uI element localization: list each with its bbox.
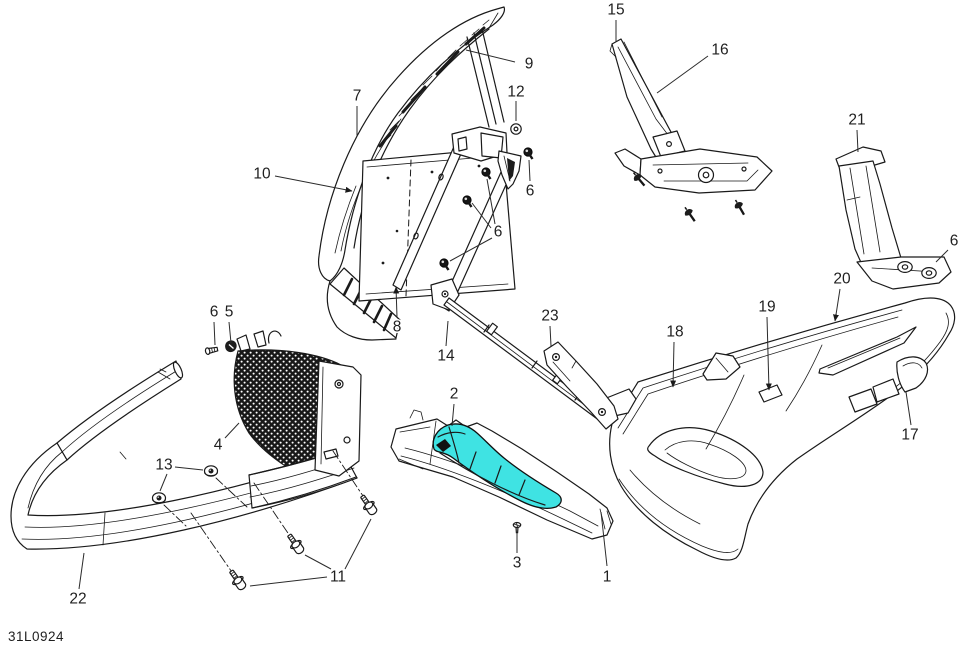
leader-line-13 xyxy=(159,473,168,492)
callout-label-10-3[interactable]: 10 xyxy=(252,164,273,184)
callout-label-12-1[interactable]: 12 xyxy=(506,82,526,102)
callout-label-7-2[interactable]: 7 xyxy=(351,86,363,106)
callout-label-14-15[interactable]: 14 xyxy=(436,346,457,366)
washer-fastener xyxy=(510,123,522,135)
clip-fastener xyxy=(730,196,750,219)
leader-line-11 xyxy=(344,518,372,570)
leader-lines-layer xyxy=(78,20,949,590)
hood-fairing-part-7 xyxy=(317,6,506,341)
bolt-fastener xyxy=(356,491,381,518)
callout-label-17-13[interactable]: 17 xyxy=(900,425,920,445)
callout-label-13-23[interactable]: 13 xyxy=(154,455,174,475)
leader-line-6 xyxy=(471,202,492,229)
leader-line-22 xyxy=(78,552,85,590)
side-panel-parts-17-20 xyxy=(603,297,956,561)
callout-label-21-8[interactable]: 21 xyxy=(847,110,867,130)
callout-label-2-17[interactable]: 2 xyxy=(448,384,460,404)
callout-label-19-11[interactable]: 19 xyxy=(757,297,777,317)
callout-label-4-22[interactable]: 4 xyxy=(212,435,224,455)
callout-label-9-0[interactable]: 9 xyxy=(523,54,535,74)
callout-label-5-21[interactable]: 5 xyxy=(223,302,235,322)
callout-label-16-7[interactable]: 16 xyxy=(710,40,730,60)
leader-line-6 xyxy=(935,249,949,263)
leader-line-6 xyxy=(213,321,216,346)
bracket-part-21 xyxy=(835,146,952,290)
callout-label-23-14[interactable]: 23 xyxy=(540,306,560,326)
grille-side-plate xyxy=(314,360,362,477)
leader-line-11 xyxy=(249,576,328,587)
diagram-code: 31L0924 xyxy=(8,629,64,644)
highlighted-duct-body[interactable] xyxy=(432,423,562,509)
callout-label-8-16[interactable]: 8 xyxy=(391,317,403,337)
flange-nut-fastener xyxy=(151,492,167,504)
grommet-fastener xyxy=(897,261,913,273)
screw-small-fastener xyxy=(512,521,522,534)
leader-line-6 xyxy=(449,237,493,262)
callout-label-20-10[interactable]: 20 xyxy=(832,269,853,289)
grommet-fastener xyxy=(921,267,937,279)
leader-line-10 xyxy=(274,175,353,193)
highlighted-part-2[interactable] xyxy=(432,423,562,509)
callout-label-6-4[interactable]: 6 xyxy=(524,181,536,201)
leader-line-13 xyxy=(174,466,204,471)
leader-line-23 xyxy=(549,325,552,347)
callout-label-11-24[interactable]: 11 xyxy=(328,567,347,587)
callout-label-3-18[interactable]: 3 xyxy=(511,553,523,573)
leader-line-5 xyxy=(228,321,232,344)
flange-nut-fastener xyxy=(203,465,219,477)
leader-line-4 xyxy=(224,422,240,439)
callout-label-22-25[interactable]: 22 xyxy=(68,589,88,609)
bolt-small-fastener xyxy=(204,345,219,356)
leader-line-20 xyxy=(833,288,841,322)
callout-label-1-19[interactable]: 1 xyxy=(601,567,613,587)
leader-line-19 xyxy=(765,316,772,391)
callout-label-18-12[interactable]: 18 xyxy=(665,322,685,342)
leader-line-6 xyxy=(486,178,496,225)
leader-line-2 xyxy=(451,403,455,427)
leader-line-9 xyxy=(465,49,516,63)
leader-line-18 xyxy=(670,341,677,388)
callout-label-15-6[interactable]: 15 xyxy=(606,0,626,20)
assembly-axis-lines xyxy=(163,450,368,579)
leader-line-17 xyxy=(905,391,912,426)
bolt-fastener xyxy=(283,530,308,557)
front-bumper-part-22 xyxy=(10,360,358,550)
callout-label-6-5[interactable]: 6 xyxy=(492,222,504,242)
nut-dark-fastener xyxy=(522,146,534,161)
leader-line-21 xyxy=(856,129,859,153)
leader-line-1 xyxy=(600,511,608,567)
bracket-parts-15-16 xyxy=(609,38,773,194)
leader-line-14 xyxy=(445,320,449,347)
console-bracket-parts-8-10 xyxy=(358,28,522,312)
callout-label-6-9[interactable]: 6 xyxy=(948,231,960,251)
leader-line-16 xyxy=(656,55,709,94)
leader-line-8 xyxy=(393,286,400,318)
leader-line-6 xyxy=(528,159,531,182)
bracket-part-23 xyxy=(543,341,619,430)
clip-fastener xyxy=(680,203,700,225)
callout-label-6-20[interactable]: 6 xyxy=(208,302,220,322)
bolt-fastener xyxy=(225,566,250,593)
leader-line-11 xyxy=(304,554,332,570)
